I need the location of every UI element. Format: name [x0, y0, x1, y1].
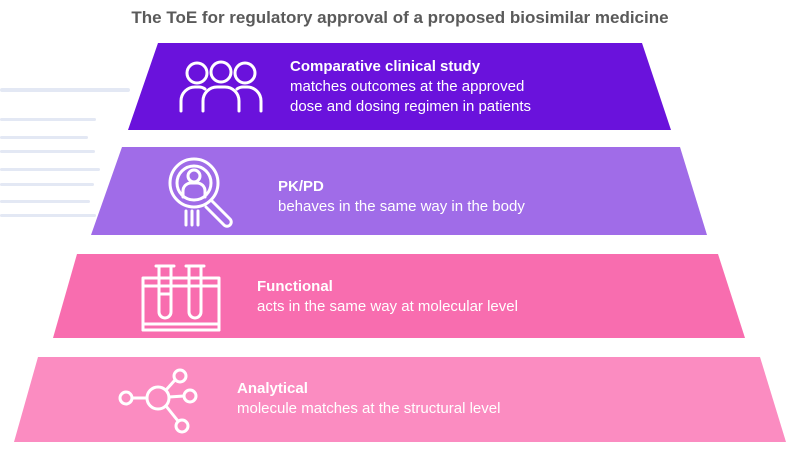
tier-title: PK/PD — [278, 178, 324, 195]
tier-title: Analytical — [237, 380, 308, 397]
tier-text: PK/PD behaves in the same way in the bod… — [278, 177, 525, 217]
tier-trapezoid — [128, 43, 671, 130]
tier-analytical: Analytical molecule matches at the struc… — [0, 357, 800, 442]
tier-text: Comparative clinical study matches outco… — [290, 57, 531, 117]
tier-comparative-clinical-study: Comparative clinical study matches outco… — [0, 43, 800, 130]
tier-description: matches outcomes at the approved — [290, 78, 525, 95]
page-title: The ToE for regulatory approval of a pro… — [131, 8, 669, 27]
test-tubes-rack-icon — [140, 262, 222, 339]
tier-description: molecule matches at the structural level — [237, 400, 501, 417]
tier-text: Analytical molecule matches at the struc… — [237, 379, 500, 419]
tier-description: behaves in the same way in the body — [278, 198, 525, 215]
tier-trapezoid — [14, 357, 786, 442]
magnifier-person-icon — [164, 155, 244, 236]
tier-title: Comparative clinical study — [290, 58, 481, 75]
tier-trapezoid — [91, 147, 707, 235]
tier-title: Functional — [257, 278, 333, 295]
tier-pk-pd: PK/PD behaves in the same way in the bod… — [0, 147, 800, 235]
tier-description: dose and dosing regimen in patients — [290, 98, 531, 115]
tier-functional: Functional acts in the same way at molec… — [0, 254, 800, 338]
tier-description: acts in the same way at molecular level — [257, 298, 518, 315]
people-group-icon — [175, 59, 267, 120]
tier-text: Functional acts in the same way at molec… — [257, 277, 518, 317]
molecule-icon — [116, 368, 200, 439]
tier-trapezoid — [53, 254, 745, 338]
